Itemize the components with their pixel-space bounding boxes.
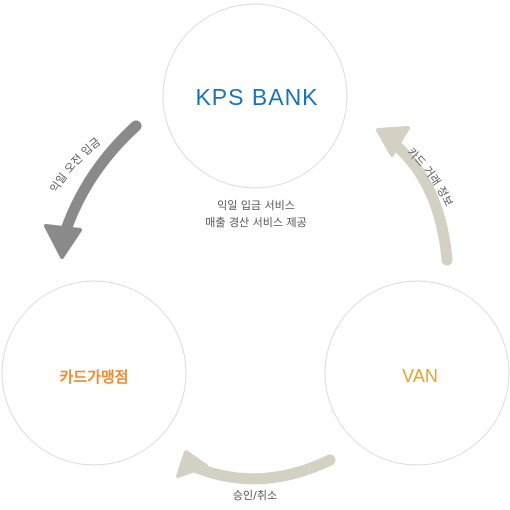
merchant-label: 카드가맹점 bbox=[59, 368, 128, 386]
bank-circle bbox=[162, 3, 348, 189]
van-circle bbox=[324, 280, 510, 466]
van-label: VAN bbox=[402, 366, 438, 386]
center-text-line2: 매출 경산 서비스 제공 bbox=[205, 216, 307, 229]
right-arrow bbox=[376, 126, 453, 266]
bottom-arrow bbox=[176, 450, 336, 485]
bank-label: KPS BANK bbox=[195, 84, 318, 110]
bottom-arrow-label: 승인/취소 bbox=[233, 489, 277, 502]
merchant-circle bbox=[1, 280, 187, 466]
center-text-line1: 익일 입금 서비스 bbox=[217, 198, 295, 212]
left-arrow bbox=[44, 120, 142, 259]
